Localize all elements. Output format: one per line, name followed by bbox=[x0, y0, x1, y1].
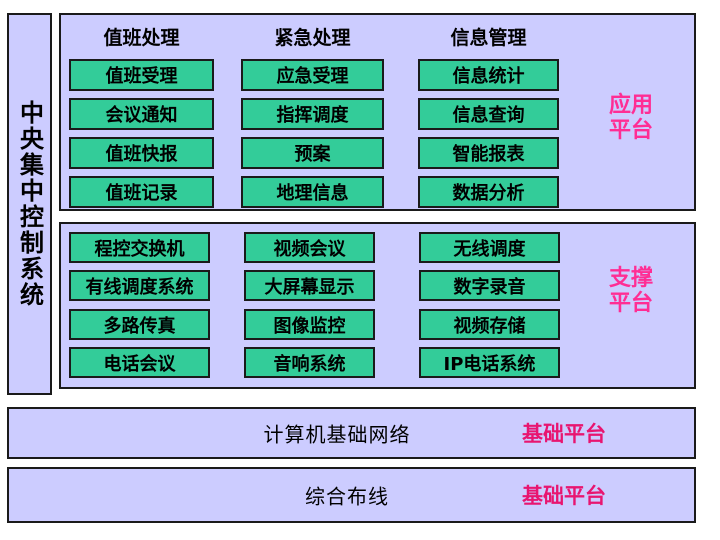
support-platform-label: 支撑 平台 bbox=[586, 266, 676, 316]
application-platform-box: 值班处理 紧急处理 信息管理 值班受理 会议通知 值班快报 值班记录 应急受理 … bbox=[59, 13, 696, 211]
grid-node: 智能报表 bbox=[418, 137, 559, 169]
column-header-emergency: 紧急处理 bbox=[274, 27, 351, 49]
base-platform-network-name: 计算机基础网络 bbox=[263, 422, 411, 447]
grid-node: 信息统计 bbox=[418, 59, 559, 91]
application-platform-label-line1: 应用 bbox=[608, 93, 653, 118]
grid-node: 值班快报 bbox=[69, 137, 214, 169]
grid-node: 音响系统 bbox=[244, 347, 375, 378]
grid-node: 程控交换机 bbox=[69, 232, 210, 263]
grid-node: 有线调度系统 bbox=[69, 270, 210, 301]
system-title: 中央集中控制系统 bbox=[15, 100, 44, 308]
base-platform-cabling-name: 综合布线 bbox=[305, 484, 389, 509]
application-platform-label: 应用 平台 bbox=[586, 93, 676, 143]
support-platform-label-line1: 支撑 bbox=[608, 266, 653, 291]
grid-node: 值班记录 bbox=[69, 176, 214, 208]
base-platform-network-box: 计算机基础网络 基础平台 bbox=[7, 407, 696, 459]
system-title-bar: 中央集中控制系统 bbox=[7, 13, 52, 395]
grid-node: 值班受理 bbox=[69, 59, 214, 91]
grid-node: 大屏幕显示 bbox=[244, 270, 375, 301]
grid-node: IP电话系统 bbox=[419, 347, 560, 378]
grid-node: 地理信息 bbox=[241, 176, 384, 208]
support-platform-label-line2: 平台 bbox=[608, 291, 653, 316]
grid-node: 无线调度 bbox=[419, 232, 560, 263]
application-platform-label-line2: 平台 bbox=[608, 118, 653, 143]
column-header-duty: 值班处理 bbox=[103, 27, 180, 49]
grid-node: 预案 bbox=[241, 137, 384, 169]
support-platform-box: 程控交换机 有线调度系统 多路传真 电话会议 视频会议 大屏幕显示 图像监控 音… bbox=[59, 222, 696, 389]
grid-node: 会议通知 bbox=[69, 98, 214, 130]
grid-node: 数据分析 bbox=[418, 176, 559, 208]
grid-node: 信息查询 bbox=[418, 98, 559, 130]
grid-node: 指挥调度 bbox=[241, 98, 384, 130]
grid-node: 电话会议 bbox=[69, 347, 210, 378]
base-platform-cabling-box: 综合布线 基础平台 bbox=[7, 467, 696, 523]
column-header-info-mgmt: 信息管理 bbox=[450, 27, 527, 49]
grid-node: 多路传真 bbox=[69, 309, 210, 340]
base-platform-label: 基础平台 bbox=[522, 422, 606, 446]
grid-node: 视频会议 bbox=[244, 232, 375, 263]
grid-node: 数字录音 bbox=[419, 270, 560, 301]
grid-node: 视频存储 bbox=[419, 309, 560, 340]
base-platform-label: 基础平台 bbox=[522, 484, 606, 508]
grid-node: 图像监控 bbox=[244, 309, 375, 340]
grid-node: 应急受理 bbox=[241, 59, 384, 91]
